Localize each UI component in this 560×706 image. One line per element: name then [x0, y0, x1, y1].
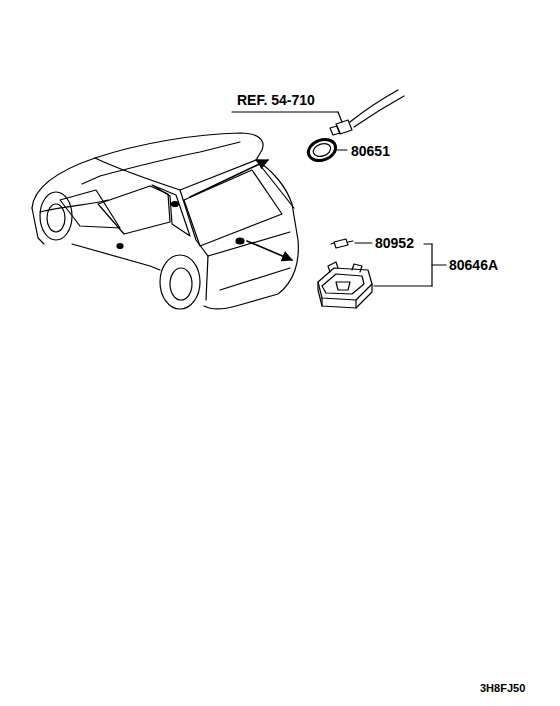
pointer-arrows: [190, 160, 292, 260]
callout-number: 80646A: [449, 257, 498, 273]
lens-80651: [305, 136, 347, 164]
lamp-housing-80646A: [318, 262, 372, 308]
callout-number: 80651: [351, 143, 390, 159]
figure-code: 3H8FJ50: [480, 680, 525, 696]
windows: [60, 170, 282, 246]
wire-harness: [232, 90, 404, 135]
bulb-80952: [331, 239, 372, 248]
lamp-positions: [117, 202, 244, 249]
car-body: [32, 133, 298, 309]
wheels: [40, 192, 200, 309]
callout-number: 80952: [375, 235, 414, 251]
reference-note: REF. 54-710: [237, 92, 315, 108]
